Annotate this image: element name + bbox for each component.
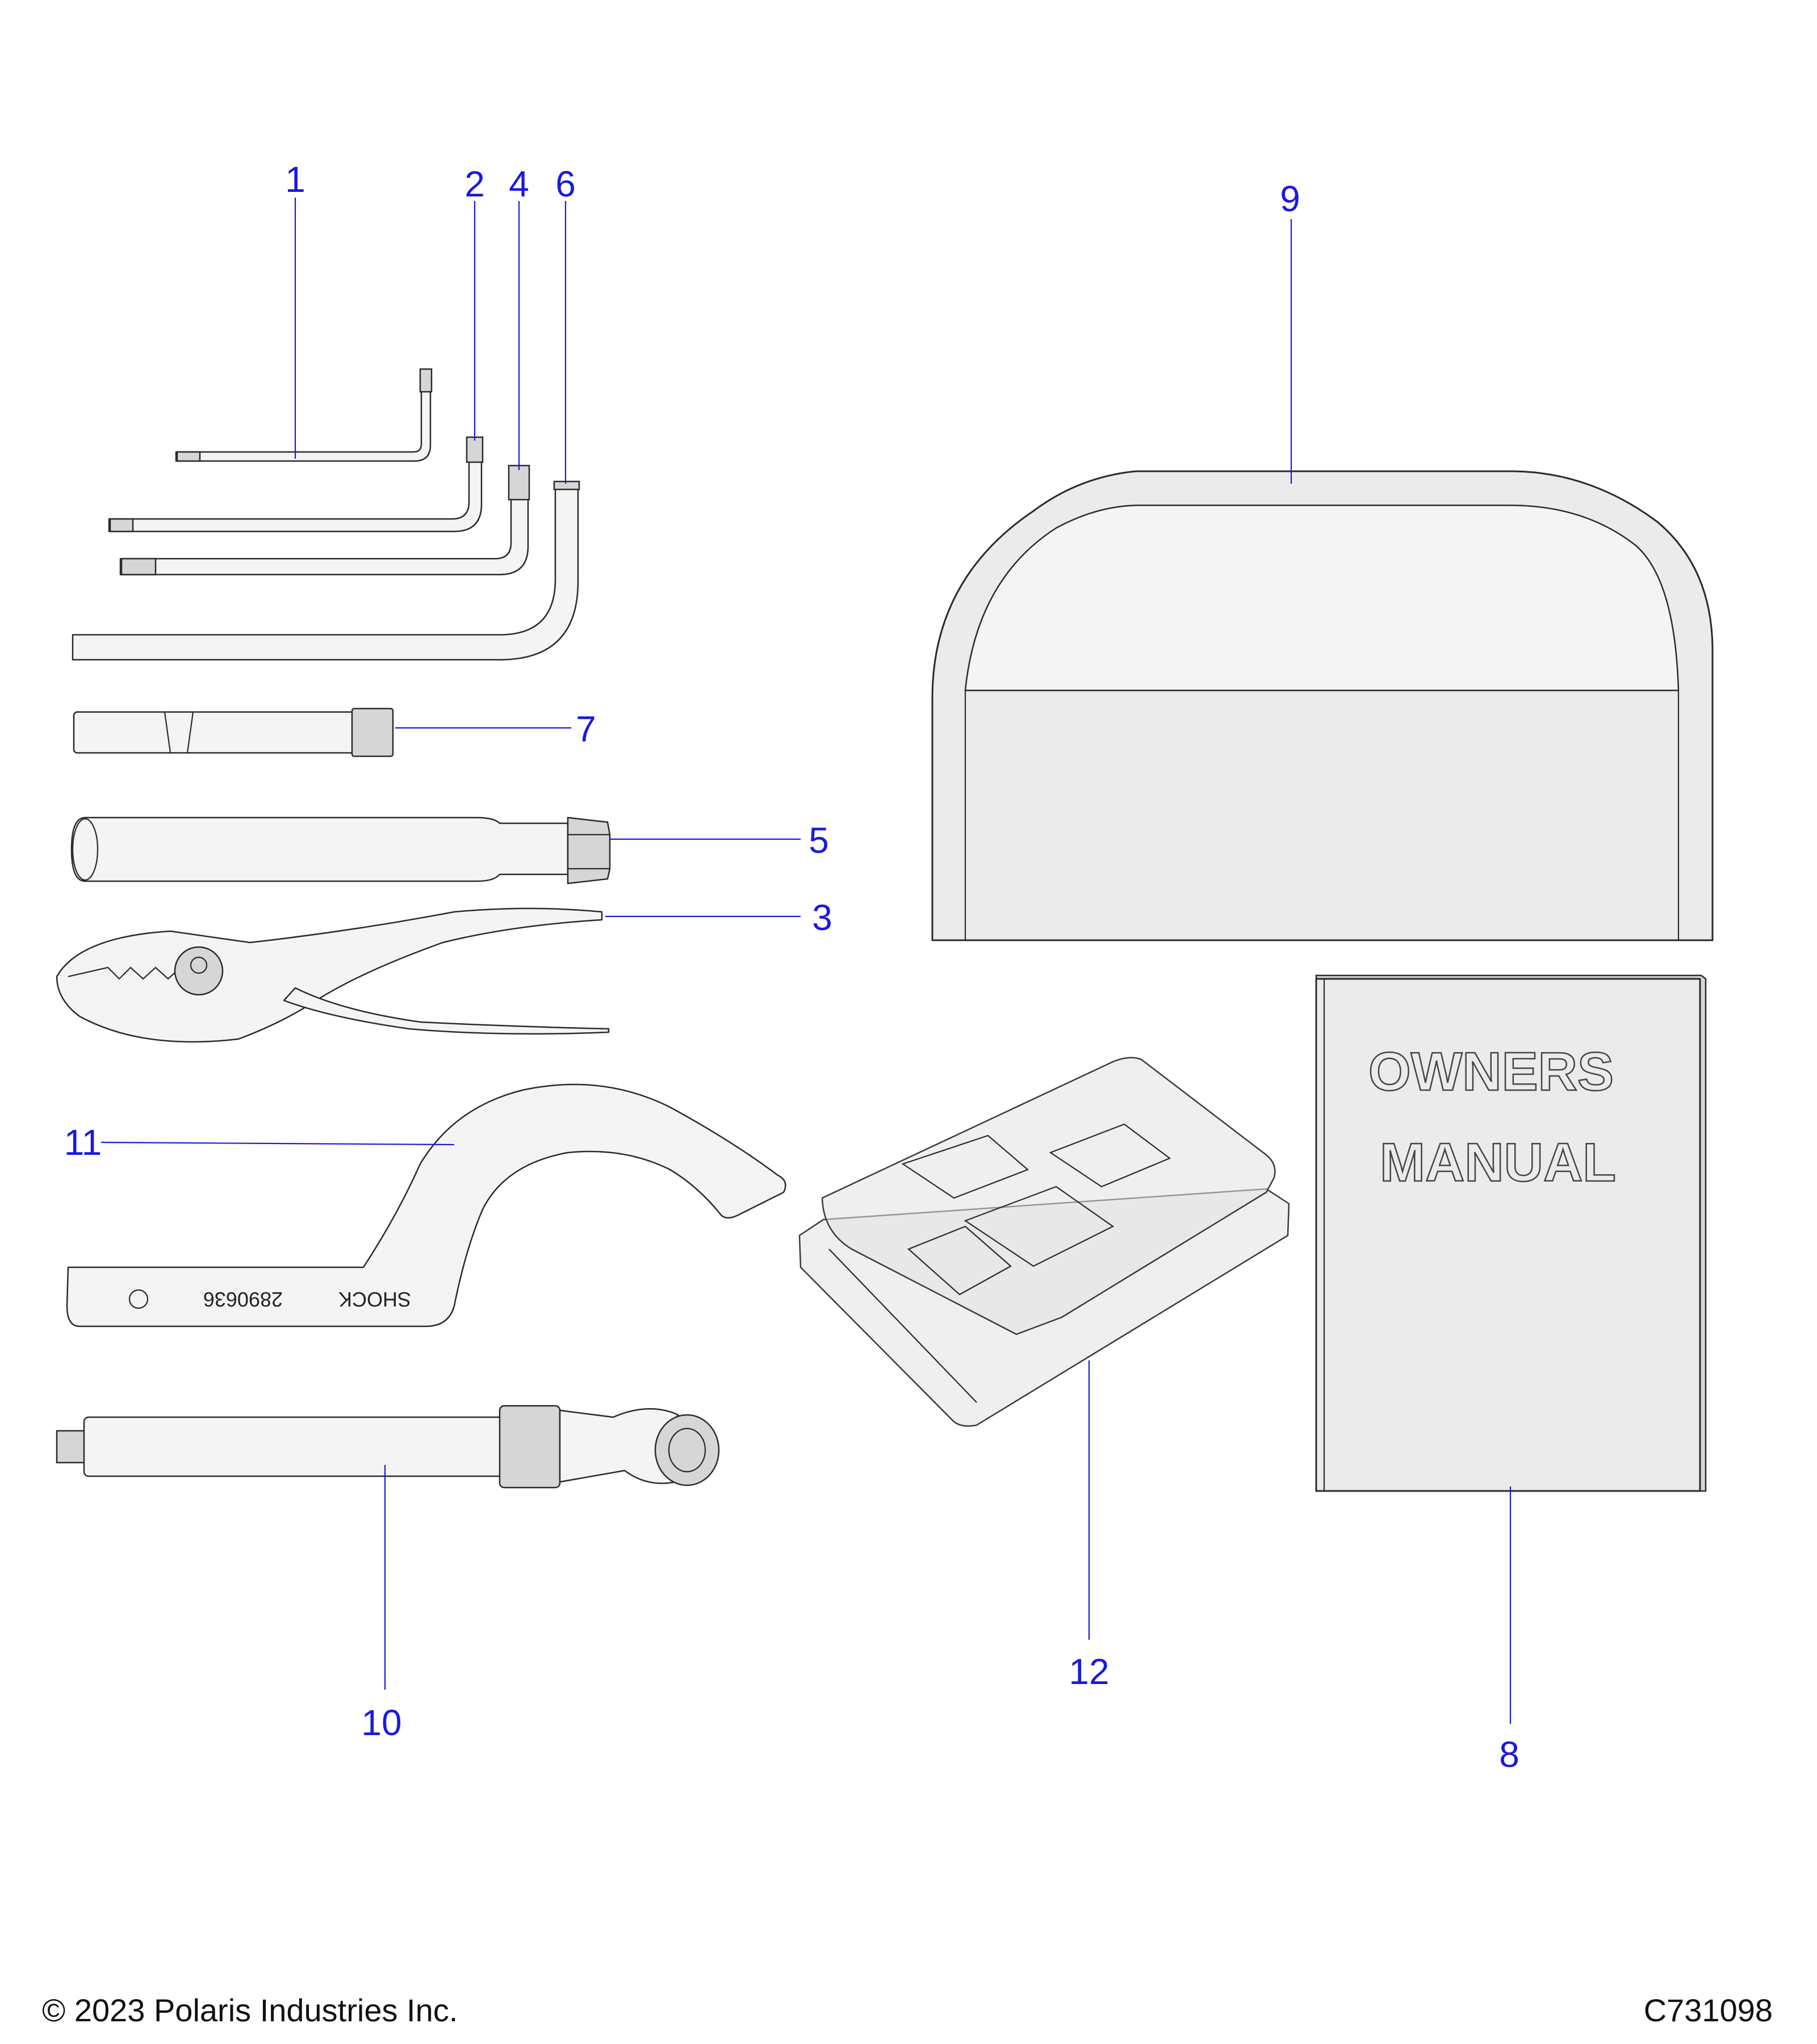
figure-id: C731098 (1643, 1992, 1773, 2028)
tool-bag (931, 470, 1714, 941)
callout-8: 8 (1499, 1734, 1519, 1775)
hex-key-large (119, 464, 530, 576)
tube-wrench-small (73, 707, 394, 757)
spanner-part-number: 2890636 (203, 1288, 283, 1311)
spanner-stamp-word: SHOCK (338, 1288, 411, 1311)
callout-4: 4 (509, 164, 529, 204)
callout-3: 3 (812, 897, 832, 938)
callout-7: 7 (576, 709, 596, 749)
callout-numbers: 1 2 4 6 9 7 5 3 11 12 10 8 (64, 159, 1519, 1775)
leader-11 (101, 1141, 455, 1146)
owners-manual: OWNERS MANUAL (1315, 974, 1707, 1492)
callout-1: 1 (285, 159, 305, 200)
callout-12: 12 (1069, 1651, 1109, 1692)
hex-key-extra-large (72, 480, 580, 661)
manual-title-line1: OWNERS (1368, 1041, 1614, 1102)
callout-9: 9 (1280, 178, 1300, 219)
manual-title-line2: MANUAL (1380, 1132, 1616, 1193)
leader-lines (101, 198, 1512, 1724)
callout-10: 10 (361, 1702, 401, 1743)
tube-wrench-large (70, 816, 611, 885)
hook-spanner: 2890636 SHOCK (66, 1083, 786, 1327)
callout-6: 6 (555, 164, 576, 204)
copyright-notice: © 2023 Polaris Industries Inc. (42, 1992, 458, 2028)
clear-case (798, 1057, 1290, 1427)
hex-key-small (175, 368, 433, 462)
callout-5: 5 (809, 820, 829, 861)
pliers (56, 907, 610, 1043)
callout-2: 2 (464, 164, 485, 204)
driver-tool (56, 1405, 720, 1489)
callout-11: 11 (64, 1122, 102, 1163)
